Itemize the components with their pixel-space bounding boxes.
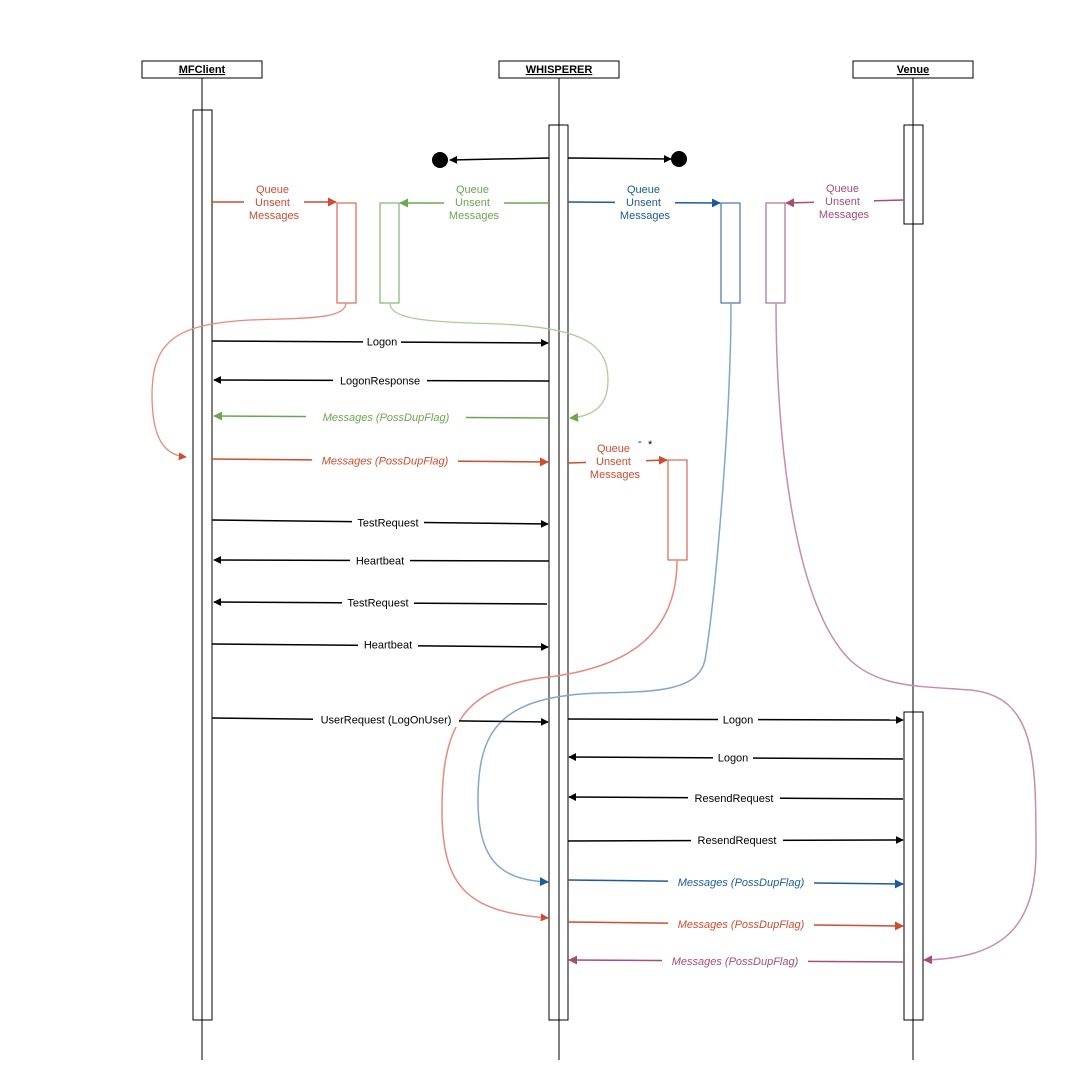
queue-label-line: Messages	[449, 210, 500, 222]
participant-venue-label: Venue	[897, 64, 929, 76]
queue-arrow-red-top: Queue Unsent Messages	[212, 182, 337, 222]
msg-purple-messages-label: Messages (PossDupFlag)	[672, 956, 799, 968]
activation-mfclient	[192, 109, 213, 1021]
queue-label-blue-top: Queue Unsent Messages	[620, 184, 671, 222]
queue-mark-dash: -	[638, 436, 642, 448]
queue-label-line: Queue	[256, 184, 289, 196]
msg-user-request: UserRequest (LogOnUser)	[211, 713, 549, 727]
queue-box-purple-top	[765, 202, 786, 304]
msg-red-messages: Messages (PossDupFlag)	[211, 454, 549, 468]
activation-venue-bottom	[903, 711, 924, 1021]
msg-red-messages-label: Messages (PossDupFlag)	[322, 456, 449, 468]
endpoint-left	[432, 152, 550, 168]
activation-whisperer	[548, 124, 569, 1021]
msg-logon: Logon	[211, 335, 549, 349]
msg-green-messages-label: Messages (PossDupFlag)	[323, 412, 450, 424]
msg-resend-in: ResendRequest	[568, 791, 904, 805]
participant-whisperer: WHISPERER	[498, 60, 620, 79]
msg-venue-logon-out: Logon	[567, 713, 904, 727]
queue-label-line: Unsent	[596, 456, 631, 468]
queue-label-line: Queue	[627, 184, 660, 196]
msg-heartbeat-2: Heartbeat	[211, 638, 549, 652]
participant-mfclient-label: MFClient	[179, 64, 226, 76]
queue-label-line: Messages	[249, 210, 300, 222]
endpoint-right	[567, 151, 687, 167]
msg-blue-messages: Messages (PossDupFlag)	[567, 875, 904, 889]
queue-arrow-green-top: Queue Unsent Messages	[399, 182, 549, 222]
queue-box-red-top	[336, 202, 357, 304]
msg-heartbeat-1: Heartbeat	[213, 554, 550, 568]
msg-red-messages-venue: Messages (PossDupFlag)	[567, 917, 904, 931]
msg-test-request-2-label: TestRequest	[347, 598, 408, 610]
queue-label-line: Unsent	[255, 197, 290, 209]
replay-curve-blue-top	[477, 302, 732, 887]
msg-test-request-1-label: TestRequest	[357, 518, 418, 530]
queue-label-line: Messages	[819, 209, 870, 221]
replay-curve-red-top	[151, 302, 347, 461]
queue-arrow-red-mid: Queue Unsent Messages - *	[567, 436, 668, 482]
queue-label-line: Messages	[590, 469, 641, 481]
queue-label-line: Queue	[826, 183, 859, 195]
msg-resend-in-label: ResendRequest	[695, 793, 774, 805]
msg-resend-out-label: ResendRequest	[698, 835, 777, 847]
queue-label-red-mid: Queue Unsent Messages	[590, 443, 641, 481]
msg-resend-out: ResendRequest	[567, 833, 904, 847]
queue-label-line: Messages	[620, 210, 671, 222]
participant-venue: Venue	[852, 60, 974, 79]
queue-arrow-purple-top: Queue Unsent Messages	[785, 181, 905, 221]
queue-arrow-blue-top: Queue Unsent Messages	[567, 182, 721, 222]
queue-label-line: Queue	[597, 443, 630, 455]
queue-label-line: Queue	[456, 184, 489, 196]
queue-label-green-top: Queue Unsent Messages	[449, 184, 500, 222]
queue-box-blue-top	[720, 202, 741, 304]
participant-mfclient: MFClient	[141, 60, 263, 79]
msg-red-messages-venue-label: Messages (PossDupFlag)	[678, 919, 805, 931]
msg-test-request-2: TestRequest	[213, 596, 548, 610]
queue-label-red-top: Queue Unsent Messages	[249, 184, 300, 222]
msg-test-request-1: TestRequest	[211, 516, 549, 530]
msg-logon-response: LogonResponse	[213, 374, 550, 388]
msg-venue-logon-out-label: Logon	[723, 715, 754, 727]
queue-box-red-mid	[667, 459, 688, 561]
replay-curve-red-mid	[441, 559, 678, 922]
queue-label-line: Unsent	[825, 196, 860, 208]
queue-label-purple-top: Queue Unsent Messages	[819, 183, 870, 221]
msg-heartbeat-1-label: Heartbeat	[356, 556, 404, 568]
msg-green-messages: Messages (PossDupFlag)	[213, 410, 549, 424]
activation-venue-top	[903, 124, 924, 225]
msg-purple-messages: Messages (PossDupFlag)	[568, 954, 904, 968]
msg-user-request-label: UserRequest (LogOnUser)	[321, 715, 452, 727]
msg-logon-label: Logon	[367, 337, 398, 349]
msg-logon-response-label: LogonResponse	[340, 376, 420, 388]
queue-label-line: Unsent	[455, 197, 490, 209]
queue-label-line: Unsent	[626, 197, 661, 209]
msg-heartbeat-2-label: Heartbeat	[364, 640, 412, 652]
queue-mark-star: *	[648, 439, 653, 451]
participant-whisperer-label: WHISPERER	[526, 64, 593, 76]
msg-venue-logon-in-label: Logon	[718, 753, 749, 765]
queue-box-green-top	[379, 202, 400, 304]
replay-curve-purple-top	[775, 302, 1037, 965]
msg-blue-messages-label: Messages (PossDupFlag)	[678, 877, 805, 889]
replay-curve-green-top	[389, 302, 609, 422]
msg-venue-logon-in: Logon	[568, 751, 904, 765]
